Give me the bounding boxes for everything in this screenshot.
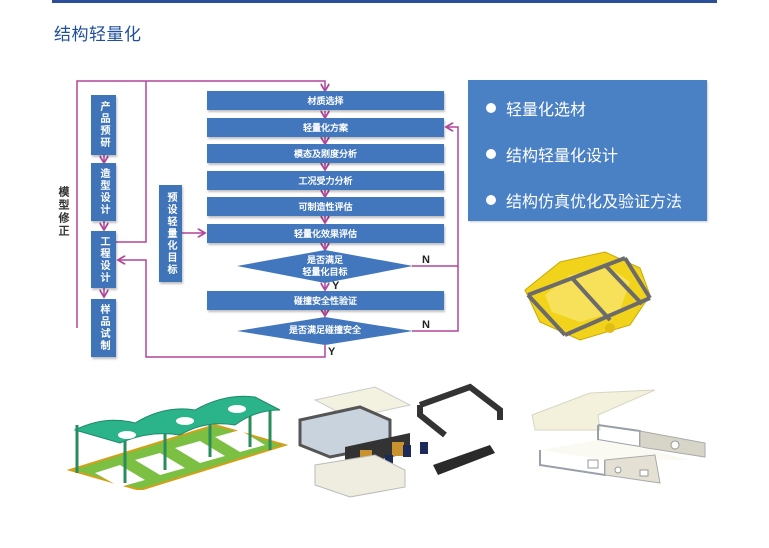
feature-item: 结构仿真优化及验证方法: [486, 188, 682, 212]
feature-item: 轻量化选材: [486, 96, 586, 120]
model-revision-label: 模型修正: [57, 186, 70, 238]
feature-item: 结构轻量化设计: [486, 142, 618, 166]
feature-label: 轻量化选材: [506, 100, 587, 119]
step-modal-stiffness: 模态及刚度分析: [207, 144, 444, 163]
header-divider: [52, 0, 717, 3]
step-engineering-design: 工程设计: [91, 231, 116, 288]
step-product-research: 产品预研: [91, 95, 116, 155]
decision-1-yes: Y: [332, 280, 340, 292]
loop-n2: [412, 266, 459, 332]
loop-engineering: [113, 81, 147, 243]
loop-top-outer: [76, 80, 325, 328]
step-sample-trial: 样品试制: [91, 299, 116, 357]
decision-1-line1: 是否满足: [306, 256, 343, 266]
sheet-metal-case-image: [531, 389, 706, 484]
decision-1-text: 是否满足 轻量化目标: [275, 255, 375, 279]
decision-1-line2: 轻量化目标: [302, 268, 348, 278]
decision-2-no: N: [422, 319, 430, 331]
decision-2-yes: Y: [328, 346, 336, 358]
step-styling-design: 造型设计: [91, 163, 116, 221]
page-title: 结构轻量化: [54, 25, 142, 45]
bullet-icon: [486, 195, 496, 205]
exploded-assembly-image: [298, 383, 503, 498]
step-lightweight-plan: 轻量化方案: [207, 118, 444, 137]
yellow-housing-image: [524, 251, 652, 341]
decision-2-text: 是否满足碰撞安全: [288, 326, 361, 336]
step-load-analysis: 工况受力分析: [207, 171, 444, 190]
decision-diamond-1: [237, 250, 413, 283]
loop-y2: [118, 260, 326, 358]
decision-diamond-2: [237, 317, 413, 345]
step-effect-evaluation: 轻量化效果评估: [207, 224, 444, 243]
decision-1-no: N: [422, 254, 430, 266]
feature-panel: 轻量化选材 结构轻量化设计 结构仿真优化及验证方法: [468, 80, 707, 221]
green-frame-image: [66, 395, 289, 490]
bullet-icon: [486, 103, 496, 113]
bullet-icon: [486, 149, 496, 159]
feature-label: 结构轻量化设计: [506, 146, 619, 165]
loop-n1: [412, 127, 459, 267]
feature-label: 结构仿真优化及验证方法: [506, 192, 683, 211]
step-manufacturability: 可制造性评估: [207, 197, 444, 216]
step-collision-safety: 碰撞安全性验证: [207, 291, 444, 310]
step-material-selection: 材质选择: [207, 91, 444, 110]
step-lightweight-target: 预设轻量化目标: [159, 185, 182, 282]
